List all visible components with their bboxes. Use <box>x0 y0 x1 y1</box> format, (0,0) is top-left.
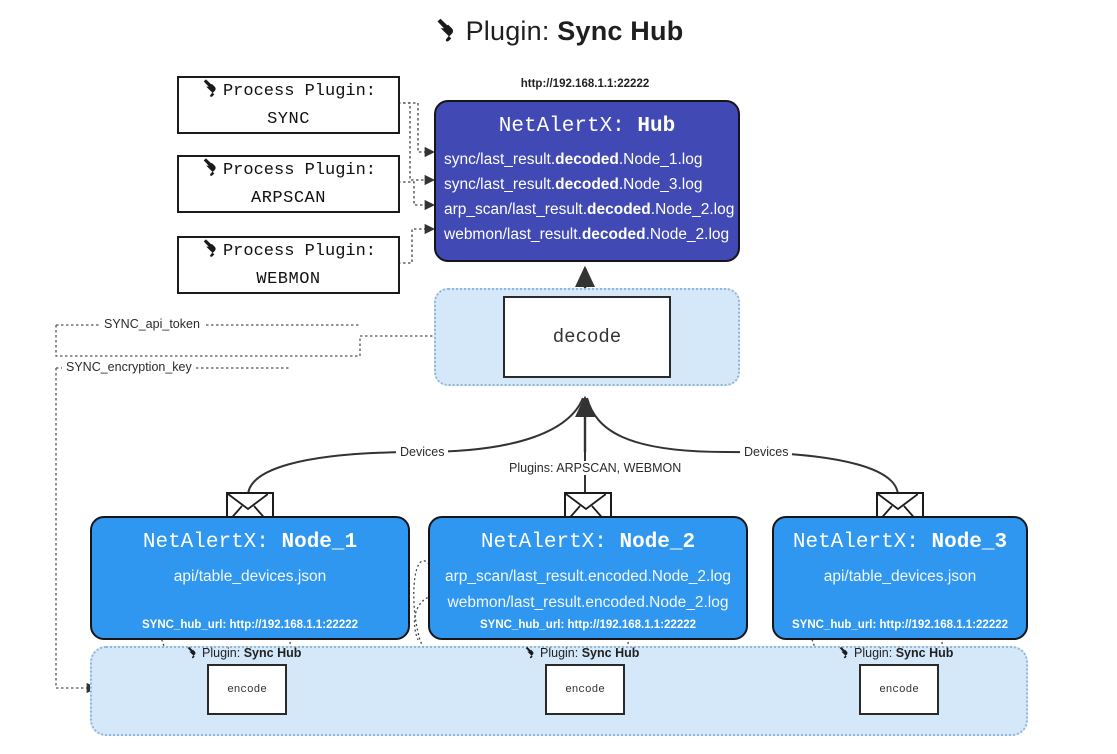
hub-log-list: sync/last_result.decoded.Node_1.log sync… <box>436 147 738 247</box>
title-name: Sync Hub <box>557 16 684 46</box>
node-1-rows: api/table_devices.json <box>92 564 408 590</box>
decode-box[interactable]: decode <box>503 296 671 378</box>
plugin-name: SYNC <box>267 109 310 129</box>
encode-2-plugin-tag: Plugin: Sync Hub <box>524 646 639 662</box>
hub-name: Hub <box>637 115 676 138</box>
plugins-center-label: Plugins: ARPSCAN, WEBMON <box>505 461 686 475</box>
node-2-rows: arp_scan/last_result.encoded.Node_2.log … <box>430 564 746 616</box>
node-1-footer: SYNC_hub_url: http://192.168.1.1:22222 <box>141 619 359 631</box>
encode-box-2[interactable]: encode <box>545 664 625 715</box>
process-plugin-sync-line1: Process Plugin: <box>201 78 376 108</box>
node-row: api/table_devices.json <box>823 568 977 585</box>
process-plugin-sync[interactable]: Process Plugin: SYNC <box>177 76 400 134</box>
devices-left-label: Devices <box>396 445 449 459</box>
plugin-label: Process Plugin: <box>222 242 377 262</box>
process-plugin-webmon-line1: Process Plugin: <box>201 238 376 268</box>
process-plugin-arpscan-line1: Process Plugin: <box>201 157 376 187</box>
hub-title: NetAlertX: Hub <box>436 115 738 138</box>
plug-icon <box>201 78 221 108</box>
node-3-rows: api/table_devices.json <box>774 564 1026 590</box>
plug-icon <box>201 157 221 187</box>
node-2[interactable]: NetAlertX: Node_2 arp_scan/last_result.e… <box>428 516 748 640</box>
plug-icon <box>838 646 851 662</box>
plug-icon <box>524 646 537 662</box>
encode-1-plugin-tag: Plugin: Sync Hub <box>186 646 301 662</box>
node-row: webmon/last_result.encoded.Node_2.log <box>447 594 729 611</box>
encode-3-plugin-tag: Plugin: Sync Hub <box>838 646 953 662</box>
plugin-label: Process Plugin: <box>222 161 377 181</box>
devices-right-label: Devices <box>740 445 793 459</box>
plugin-name: ARPSCAN <box>251 188 326 208</box>
hub-log-row: sync/last_result.decoded.Node_1.log <box>444 151 703 168</box>
node-3-title: NetAlertX: Node_3 <box>792 531 1008 554</box>
plug-icon <box>201 238 221 268</box>
node-2-title: NetAlertX: Node_2 <box>480 531 696 554</box>
node-row: api/table_devices.json <box>173 568 327 585</box>
hub-log-row: webmon/last_result.decoded.Node_2.log <box>444 226 730 243</box>
hub-log-row: sync/last_result.decoded.Node_3.log <box>444 176 703 193</box>
node-3[interactable]: NetAlertX: Node_3 api/table_devices.json… <box>772 516 1028 640</box>
title-prefix: Plugin: <box>465 16 550 46</box>
node-2-footer: SYNC_hub_url: http://192.168.1.1:22222 <box>479 619 697 631</box>
plug-icon <box>186 646 199 662</box>
hub-log-row: arp_scan/last_result.decoded.Node_2.log <box>444 201 735 218</box>
plugin-label: Process Plugin: <box>222 82 377 102</box>
node-3-footer: SYNC_hub_url: http://192.168.1.1:22222 <box>791 619 1009 631</box>
hub-node[interactable]: NetAlertX: Hub sync/last_result.decoded.… <box>434 100 740 262</box>
encode-box-3[interactable]: encode <box>859 664 939 715</box>
encode-box-1[interactable]: encode <box>207 664 287 715</box>
node-1[interactable]: NetAlertX: Node_1 api/table_devices.json… <box>90 516 410 640</box>
sync-encryption-key-label: SYNC_encryption_key <box>62 360 196 374</box>
process-plugin-arpscan[interactable]: Process Plugin: ARPSCAN <box>177 155 400 213</box>
hub-app-name: NetAlertX: <box>498 115 625 138</box>
hub-url-label: http://192.168.1.1:22222 <box>520 78 650 90</box>
plugin-name: WEBMON <box>256 269 321 289</box>
sync-api-token-label: SYNC_api_token <box>100 317 204 331</box>
process-plugin-webmon[interactable]: Process Plugin: WEBMON <box>177 236 400 294</box>
node-1-title: NetAlertX: Node_1 <box>142 531 358 554</box>
plug-icon <box>434 17 460 50</box>
node-row: arp_scan/last_result.encoded.Node_2.log <box>444 568 732 585</box>
page-title: Plugin: Sync Hub <box>0 16 1117 50</box>
